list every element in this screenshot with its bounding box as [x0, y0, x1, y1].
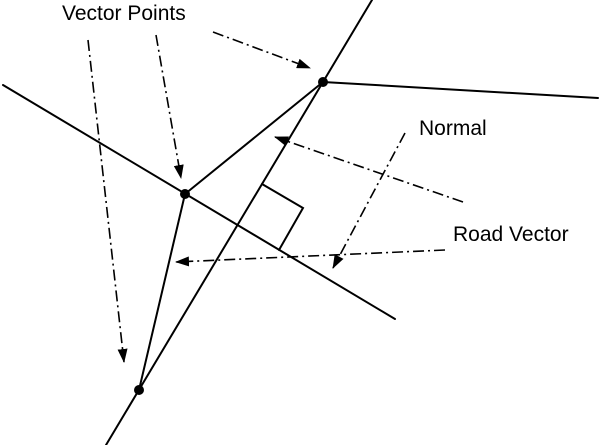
vector-points — [134, 77, 328, 395]
segment-top-point-to-right — [322, 81, 599, 99]
normal-label: Normal — [419, 117, 487, 140]
callout-arrow-vector-points-to-middle — [155, 34, 184, 179]
road-vector-line — [105, 0, 373, 445]
segment-top-to-middle-point — [184, 81, 324, 195]
normal-line — [2, 84, 396, 320]
road-vector-label: Road Vector — [453, 223, 569, 246]
vector-point-middle — [180, 189, 190, 199]
diagram-labels: Vector Points Normal Road Vector — [62, 2, 569, 246]
callout-arrow-normal-left — [274, 136, 464, 203]
vector-points-label: Vector Points — [62, 2, 186, 25]
vector-point-top — [318, 77, 328, 87]
callout-arrow-vector-points-to-bottom — [87, 39, 128, 363]
callout-arrow-normal-down — [332, 132, 406, 269]
segment-middle-to-bottom-point — [138, 193, 186, 391]
callout-arrow-road-vector — [175, 249, 446, 267]
callout-arrows — [87, 31, 464, 363]
callout-arrow-vector-points-to-top — [212, 31, 311, 69]
right-angle-marker — [261, 183, 305, 251]
vector-point-bottom — [134, 385, 144, 395]
